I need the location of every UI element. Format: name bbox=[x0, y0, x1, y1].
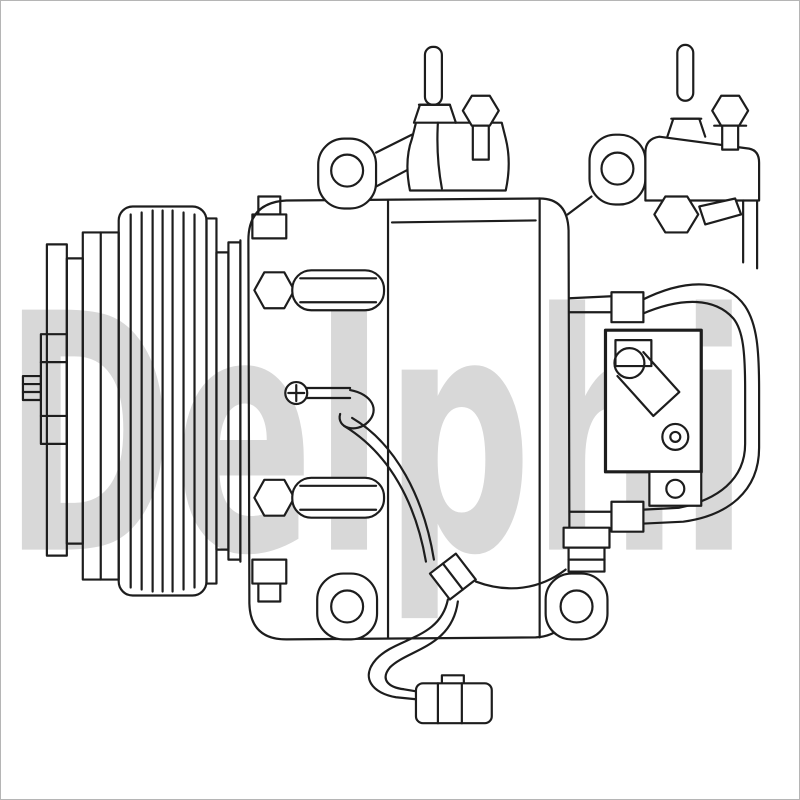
hex-nut-right bbox=[711, 94, 750, 127]
mounting-ear-bottom-left bbox=[316, 572, 379, 641]
through-bolt-top bbox=[253, 269, 386, 312]
hex-bolt-center bbox=[461, 94, 500, 127]
mounting-ear-bottom-right bbox=[544, 572, 609, 641]
mounting-ear-top-right bbox=[588, 133, 647, 206]
pulley-assembly bbox=[21, 205, 242, 597]
pressure-switch bbox=[562, 526, 611, 549]
discharge-hose bbox=[610, 283, 761, 533]
service-port bbox=[661, 422, 690, 451]
top-bracket-right bbox=[566, 43, 761, 270]
mounting-stud-left bbox=[423, 45, 443, 106]
coil-terminal-bolt bbox=[21, 374, 42, 402]
wiring-harness bbox=[284, 380, 611, 725]
top-bracket-center bbox=[406, 45, 510, 192]
through-bolt-bottom bbox=[253, 476, 386, 519]
harness-plug bbox=[414, 674, 493, 725]
mounting-stud-right bbox=[676, 43, 695, 102]
front-housing bbox=[239, 195, 386, 603]
lower-flange-fitting bbox=[648, 470, 703, 507]
hex-fitting bbox=[653, 195, 700, 234]
mounting-ear-top-left bbox=[317, 133, 414, 210]
solenoid-valve-cap bbox=[613, 347, 646, 380]
rear-manifold-block bbox=[603, 328, 703, 474]
